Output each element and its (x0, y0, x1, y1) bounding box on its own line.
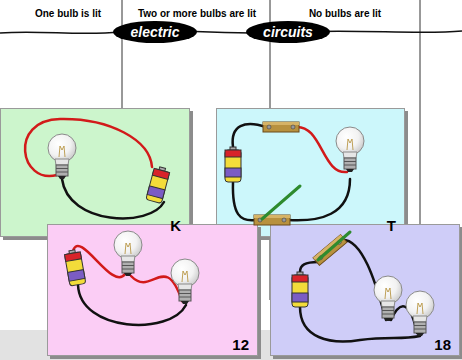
column-heading: One bulb is lit (35, 8, 101, 19)
circuit-card: K (0, 108, 190, 237)
title-word: electric (130, 25, 179, 39)
circuit-card: 12 (47, 224, 258, 356)
column-heading: No bulbs are lit (309, 8, 381, 19)
card-label: T (387, 218, 396, 233)
circuit-card: 18 (270, 224, 460, 356)
circuit-12 (73, 246, 186, 325)
card-label: K (170, 218, 181, 233)
card-label: 12 (232, 337, 249, 352)
card-label: 18 (434, 337, 451, 352)
title-ellipse: electric (113, 21, 196, 43)
circuit-t (233, 124, 350, 220)
title-ellipse: circuits (246, 21, 330, 43)
circuit-card: T (216, 108, 405, 237)
circuit-18 (300, 240, 420, 342)
title-word: circuits (263, 25, 313, 39)
column-heading: Two or more bulbs are lit (138, 8, 256, 19)
circuit-k (25, 119, 164, 218)
